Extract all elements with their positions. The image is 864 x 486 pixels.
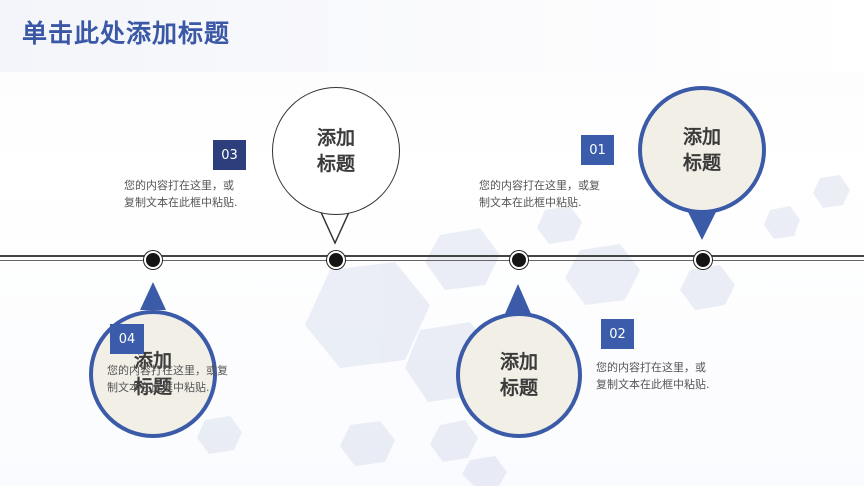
hexagon-shape (197, 416, 242, 454)
timeline-node (510, 251, 528, 269)
title-bubble[interactable]: 添加 标题 (638, 86, 766, 214)
item-description[interactable]: 您的内容打在这里，或复 制文本在此框中粘贴. (107, 364, 228, 394)
header-band (0, 0, 864, 72)
pointer-shape (140, 282, 166, 310)
title-bubble[interactable]: 添加 标题 (456, 312, 582, 438)
bubble-label: 添加 标题 (682, 126, 721, 174)
timeline-line (0, 255, 864, 263)
bubble-label: 添加 标题 (133, 350, 172, 398)
hexagon-shape (340, 421, 395, 466)
timeline-node (694, 251, 712, 269)
item-description[interactable]: 您的内容打在这里，或 复制文本在此框中粘贴. (124, 179, 238, 209)
item-description[interactable]: 您的内容打在这里，或复 制文本在此框中粘贴. (479, 179, 600, 209)
timeline-node (327, 251, 345, 269)
hexagon-shape (565, 244, 640, 305)
bubble-label: 添加 标题 (316, 127, 355, 175)
hexagon-shape (764, 206, 800, 239)
pointer-shape (504, 284, 532, 316)
hexagon-shape (425, 228, 500, 290)
hexagon-shape (813, 175, 850, 208)
number-badge: 02 (601, 319, 634, 349)
number-badge: 04 (110, 324, 144, 354)
number-badge: 01 (581, 135, 614, 165)
slide-title[interactable]: 单击此处添加标题 (22, 19, 231, 48)
item-description[interactable]: 您的内容打在这里，或 复制文本在此框中粘贴. (596, 361, 710, 391)
hexagon-shape (430, 420, 478, 462)
hexagon-shape (680, 265, 735, 310)
title-bubble[interactable]: 添加 标题 (272, 87, 400, 215)
hexagon-shape (462, 456, 507, 486)
hexagon-shape (537, 206, 582, 244)
timeline-node (144, 251, 162, 269)
bubble-label: 添加 标题 (499, 351, 538, 399)
pointer-shape (688, 212, 716, 240)
hexagon-shape (305, 262, 430, 368)
number-badge: 03 (213, 140, 246, 170)
